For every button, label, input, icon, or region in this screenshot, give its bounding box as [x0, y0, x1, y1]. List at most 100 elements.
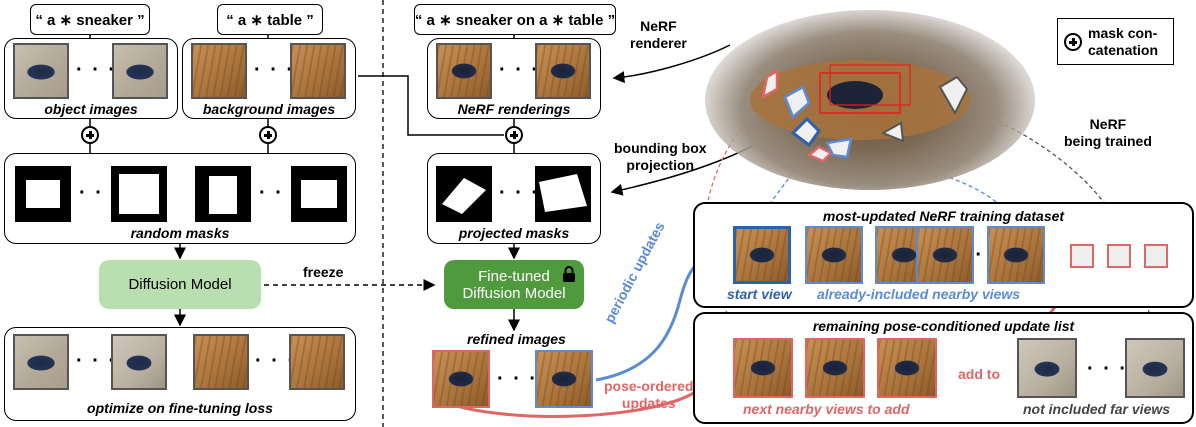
far-view-1 [1017, 338, 1077, 398]
background-images-panel: · · · background images [182, 38, 356, 119]
background-image-1 [191, 43, 247, 99]
mask-concat-icon [1064, 33, 1082, 51]
refined-images-caption: refined images [467, 331, 566, 347]
optimize-panel: · · · · · · optimize on fine-tuning loss [4, 327, 356, 421]
freeze-label: freeze [303, 264, 344, 280]
finetuned-diffusion-model: Fine-tuned Diffusion Model [444, 260, 584, 309]
projected-mask-shape [539, 174, 587, 212]
next-view-1 [733, 338, 793, 398]
projected-mask-1 [436, 166, 492, 222]
legend-text: mask con- catenation [1088, 25, 1158, 59]
camera-gray-2 [938, 75, 969, 116]
nerf-renderings-panel: · · · NeRF renderings [427, 38, 601, 119]
refined-image-2 [535, 350, 593, 408]
slot-placeholder-3 [1144, 244, 1168, 268]
scene-sneaker [827, 81, 883, 109]
ellipsis: · · · [76, 59, 118, 81]
prompt-sneaker: “ a ∗ sneaker ” [30, 4, 150, 35]
object-images-panel: · · · object images [4, 38, 178, 119]
included-view-4 [987, 226, 1045, 284]
random-mask-2 [111, 166, 167, 222]
legend-line1: mask con- [1088, 25, 1158, 41]
arrow-nerf-renderer [612, 44, 731, 84]
mask-concat-icon [505, 126, 523, 144]
bbox-line2: projection [626, 157, 695, 173]
training-dataset-title: most-updated NeRF training dataset [822, 208, 1065, 224]
diffusion-model: Diffusion Model [99, 260, 261, 309]
ellipsis: · · · [76, 350, 118, 372]
prompt-table: “ a ∗ table ” [217, 4, 323, 35]
ellipsis: · · · [499, 182, 541, 204]
nerf-renderings-caption: NeRF renderings [457, 101, 571, 117]
object-image-1 [13, 43, 69, 99]
included-view-1 [805, 226, 863, 284]
background-image-2 [290, 43, 346, 99]
legend-box: mask con- catenation [1057, 18, 1174, 65]
optimized-image-4 [289, 334, 345, 390]
projected-mask-shape [442, 178, 486, 214]
included-view-3 [916, 226, 974, 284]
finetuned-line1: Fine-tuned [478, 267, 550, 285]
random-mask-4 [291, 166, 347, 222]
guide-black-far [959, 104, 1151, 336]
camera-blue-1 [783, 85, 811, 120]
projected-mask-2 [535, 166, 591, 222]
slot-placeholder-1 [1070, 244, 1094, 268]
random-masks-panel: · · · · · · random masks [4, 153, 356, 244]
camera-blue-start [790, 116, 821, 148]
remaining-list-title: remaining pose-conditioned update list [812, 318, 1075, 334]
background-images-caption: background images [202, 101, 336, 117]
object-images-caption: object images [44, 101, 138, 117]
object-image-2 [112, 43, 168, 99]
finetuned-line2: Diffusion Model [462, 284, 566, 302]
slot-placeholder-2 [1107, 244, 1131, 268]
remaining-list-panel: remaining pose-conditioned update list a… [693, 312, 1194, 424]
optimized-image-3 [193, 334, 249, 390]
next-view-2 [805, 338, 865, 398]
ellipsis: · · · [254, 59, 296, 81]
nerf-renderer-line1: NeRF [640, 18, 677, 34]
optimized-image-2 [111, 334, 167, 390]
nerf-rendering-2 [535, 43, 591, 99]
ellipsis: · · · [499, 59, 541, 81]
bbox-line1: bounding box [614, 140, 707, 156]
ellipsis: · · · [255, 350, 297, 372]
bounding-box [819, 72, 901, 114]
projected-masks-caption: projected masks [458, 225, 570, 241]
bbox-projection-label: bounding box projection [614, 140, 707, 174]
ellipsis: · · · [497, 368, 539, 390]
lock-icon [563, 266, 575, 282]
pose-ordered-label: pose-ordered updates [604, 378, 693, 412]
camera-red-2 [806, 145, 834, 163]
nerf-renderer-line2: renderer [630, 35, 687, 51]
ellipsis: · · · [259, 182, 301, 204]
nerf-line1: NeRF [1089, 116, 1127, 132]
start-view-label: start view [727, 286, 792, 302]
ellipsis: · · · [79, 182, 121, 204]
nerf-being-trained-label: NeRF being trained [1064, 116, 1152, 150]
camera-gray-1 [880, 121, 905, 143]
legend-line2: catenation [1088, 42, 1159, 58]
camera-red-1 [761, 68, 779, 100]
optimize-caption: optimize on fine-tuning loss [87, 400, 273, 416]
camera-blue-2 [825, 137, 853, 159]
nerf-rendering-1 [436, 43, 492, 99]
pose-line1: pose-ordered [604, 378, 694, 394]
mask-concat-icon [81, 126, 99, 144]
add-to-label: add to [958, 366, 1000, 382]
start-view-image [733, 226, 791, 284]
training-dataset-panel: most-updated NeRF training dataset · · ·… [693, 202, 1194, 308]
projected-masks-panel: · · · projected masks [427, 153, 601, 244]
prompt-composite: “ a ∗ sneaker on a ∗ table ” [414, 4, 616, 35]
random-masks-caption: random masks [130, 225, 230, 241]
nerf-renderer-label: NeRF renderer [630, 18, 687, 52]
optimized-image-1 [13, 334, 69, 390]
nerf-scene-overlay [750, 60, 970, 163]
far-views-label: not included far views [1023, 401, 1171, 417]
mask-concat-icon [259, 126, 277, 144]
random-mask-3 [195, 166, 251, 222]
next-views-label: next nearby views to add [743, 401, 910, 417]
refined-image-1 [432, 350, 490, 408]
bounding-box-back [829, 64, 911, 106]
pose-line2: updates [621, 395, 676, 411]
